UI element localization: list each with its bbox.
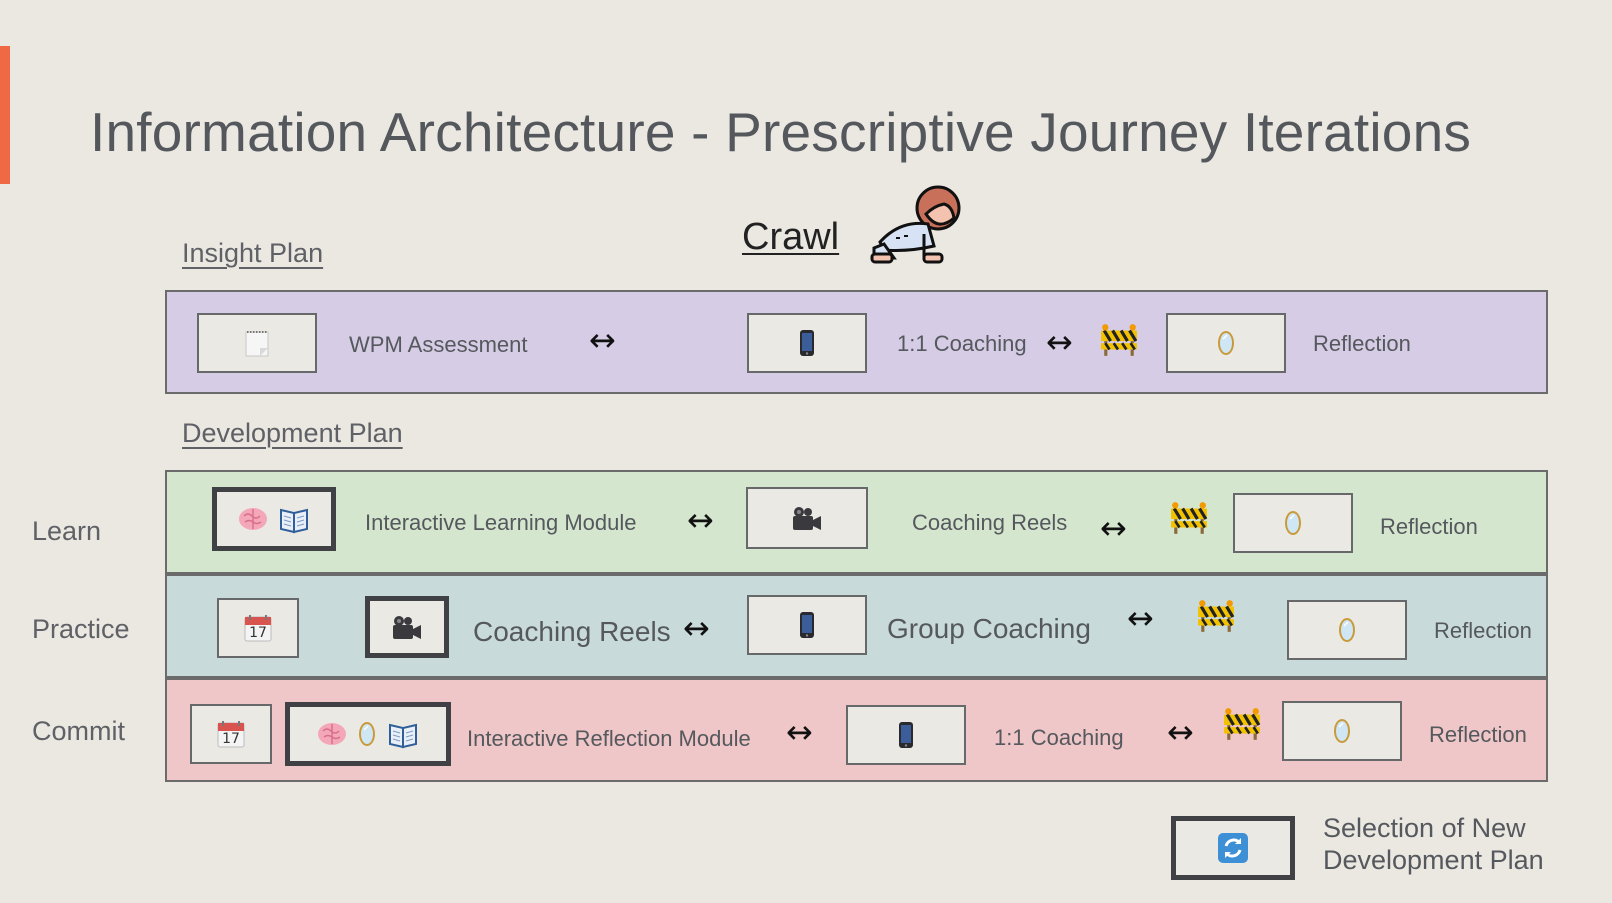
insight-band: WPM Assessment ↔ 1:1 Coaching ↔ Reflecti… <box>165 290 1548 394</box>
phone-icon <box>800 612 814 638</box>
flow-arrow: ↔ <box>683 609 710 647</box>
page-title: Information Architecture - Prescriptive … <box>90 101 1472 163</box>
group-coaching-box <box>747 595 867 655</box>
reflection-label: Reflection <box>1434 618 1532 643</box>
book-icon <box>280 509 308 533</box>
notepad-icon <box>245 331 269 357</box>
brain-icon <box>317 722 347 746</box>
coaching-reels-box <box>746 487 868 549</box>
reflection-box <box>1282 701 1402 761</box>
flow-arrow: ↔ <box>1100 509 1127 547</box>
legend-line-2: Development Plan <box>1323 845 1544 875</box>
assessment-label: WPM Assessment <box>349 332 528 357</box>
reflection-box <box>1166 313 1286 373</box>
mirror-icon <box>358 721 376 747</box>
legend-line-1: Selection of New <box>1323 813 1526 843</box>
flow-arrow: ↔ <box>589 321 616 359</box>
calendar-day: 17 <box>249 625 267 641</box>
accent-bar <box>0 46 10 184</box>
mirror-icon <box>1333 718 1351 744</box>
learning-module-box <box>212 487 336 551</box>
row-label-learn: Learn <box>32 516 102 546</box>
coaching-label: 1:1 Coaching <box>897 331 1027 356</box>
barrier-icon <box>1170 500 1208 536</box>
reflection-module-label: Interactive Reflection Module <box>467 726 751 751</box>
calendar-day: 17 <box>222 731 240 747</box>
barrier-icon <box>1100 322 1138 358</box>
mirror-icon <box>1217 330 1235 356</box>
mirror-icon <box>1284 510 1302 536</box>
mirror-icon <box>1338 617 1356 643</box>
calendar-icon: 17 <box>243 613 273 643</box>
reflection-label: Reflection <box>1380 514 1478 539</box>
reflection-box <box>1233 493 1353 553</box>
flow-arrow: ↔ <box>1167 713 1194 751</box>
calendar-icon: 17 <box>216 719 246 749</box>
barrier-icon <box>1197 598 1235 634</box>
coaching-reels-label: Coaching Reels <box>912 510 1068 535</box>
coaching-reels-box <box>365 596 449 658</box>
book-icon <box>389 724 417 748</box>
refresh-icon <box>1217 832 1249 864</box>
development-plan-label: Development Plan <box>182 418 403 448</box>
reflection-module-box <box>285 702 451 766</box>
reflection-box <box>1287 600 1407 660</box>
calendar-box: 17 <box>190 704 272 764</box>
reflection-label: Reflection <box>1313 331 1411 356</box>
flow-arrow: ↔ <box>1127 599 1154 637</box>
flow-arrow: ↔ <box>687 501 714 539</box>
flow-arrow: ↔ <box>1046 323 1073 361</box>
video-camera-icon <box>393 616 421 639</box>
row-label-practice: Practice <box>32 614 130 644</box>
stage-label: Crawl <box>742 216 840 258</box>
insight-plan-label: Insight Plan <box>182 238 324 268</box>
learn-band: Interactive Learning Module ↔ Coaching R… <box>165 470 1548 574</box>
practice-band: 17 Coaching Reels ↔ Group Coaching ↔ Ref… <box>165 574 1548 678</box>
barrier-icon <box>1223 706 1261 742</box>
row-label-commit: Commit <box>32 716 125 746</box>
phone-icon <box>800 330 814 356</box>
calendar-box: 17 <box>217 598 299 658</box>
assessment-box <box>197 313 317 373</box>
crawling-baby-icon <box>870 185 961 264</box>
coaching-box <box>846 705 966 765</box>
brain-icon <box>238 507 268 531</box>
legend-label: Selection of New Development Plan <box>1323 812 1544 876</box>
group-coaching-label: Group Coaching <box>887 613 1091 644</box>
reflection-label: Reflection <box>1429 722 1527 747</box>
phone-icon <box>899 722 913 748</box>
learning-module-label: Interactive Learning Module <box>365 510 637 535</box>
commit-band: 17 Interactive Reflection Module ↔ 1:1 C… <box>165 678 1548 782</box>
video-camera-icon <box>793 507 821 530</box>
coaching-label: 1:1 Coaching <box>994 725 1124 750</box>
flow-arrow: ↔ <box>786 713 813 751</box>
coaching-box <box>747 313 867 373</box>
legend-box <box>1171 816 1295 880</box>
coaching-reels-label: Coaching Reels <box>473 616 671 647</box>
